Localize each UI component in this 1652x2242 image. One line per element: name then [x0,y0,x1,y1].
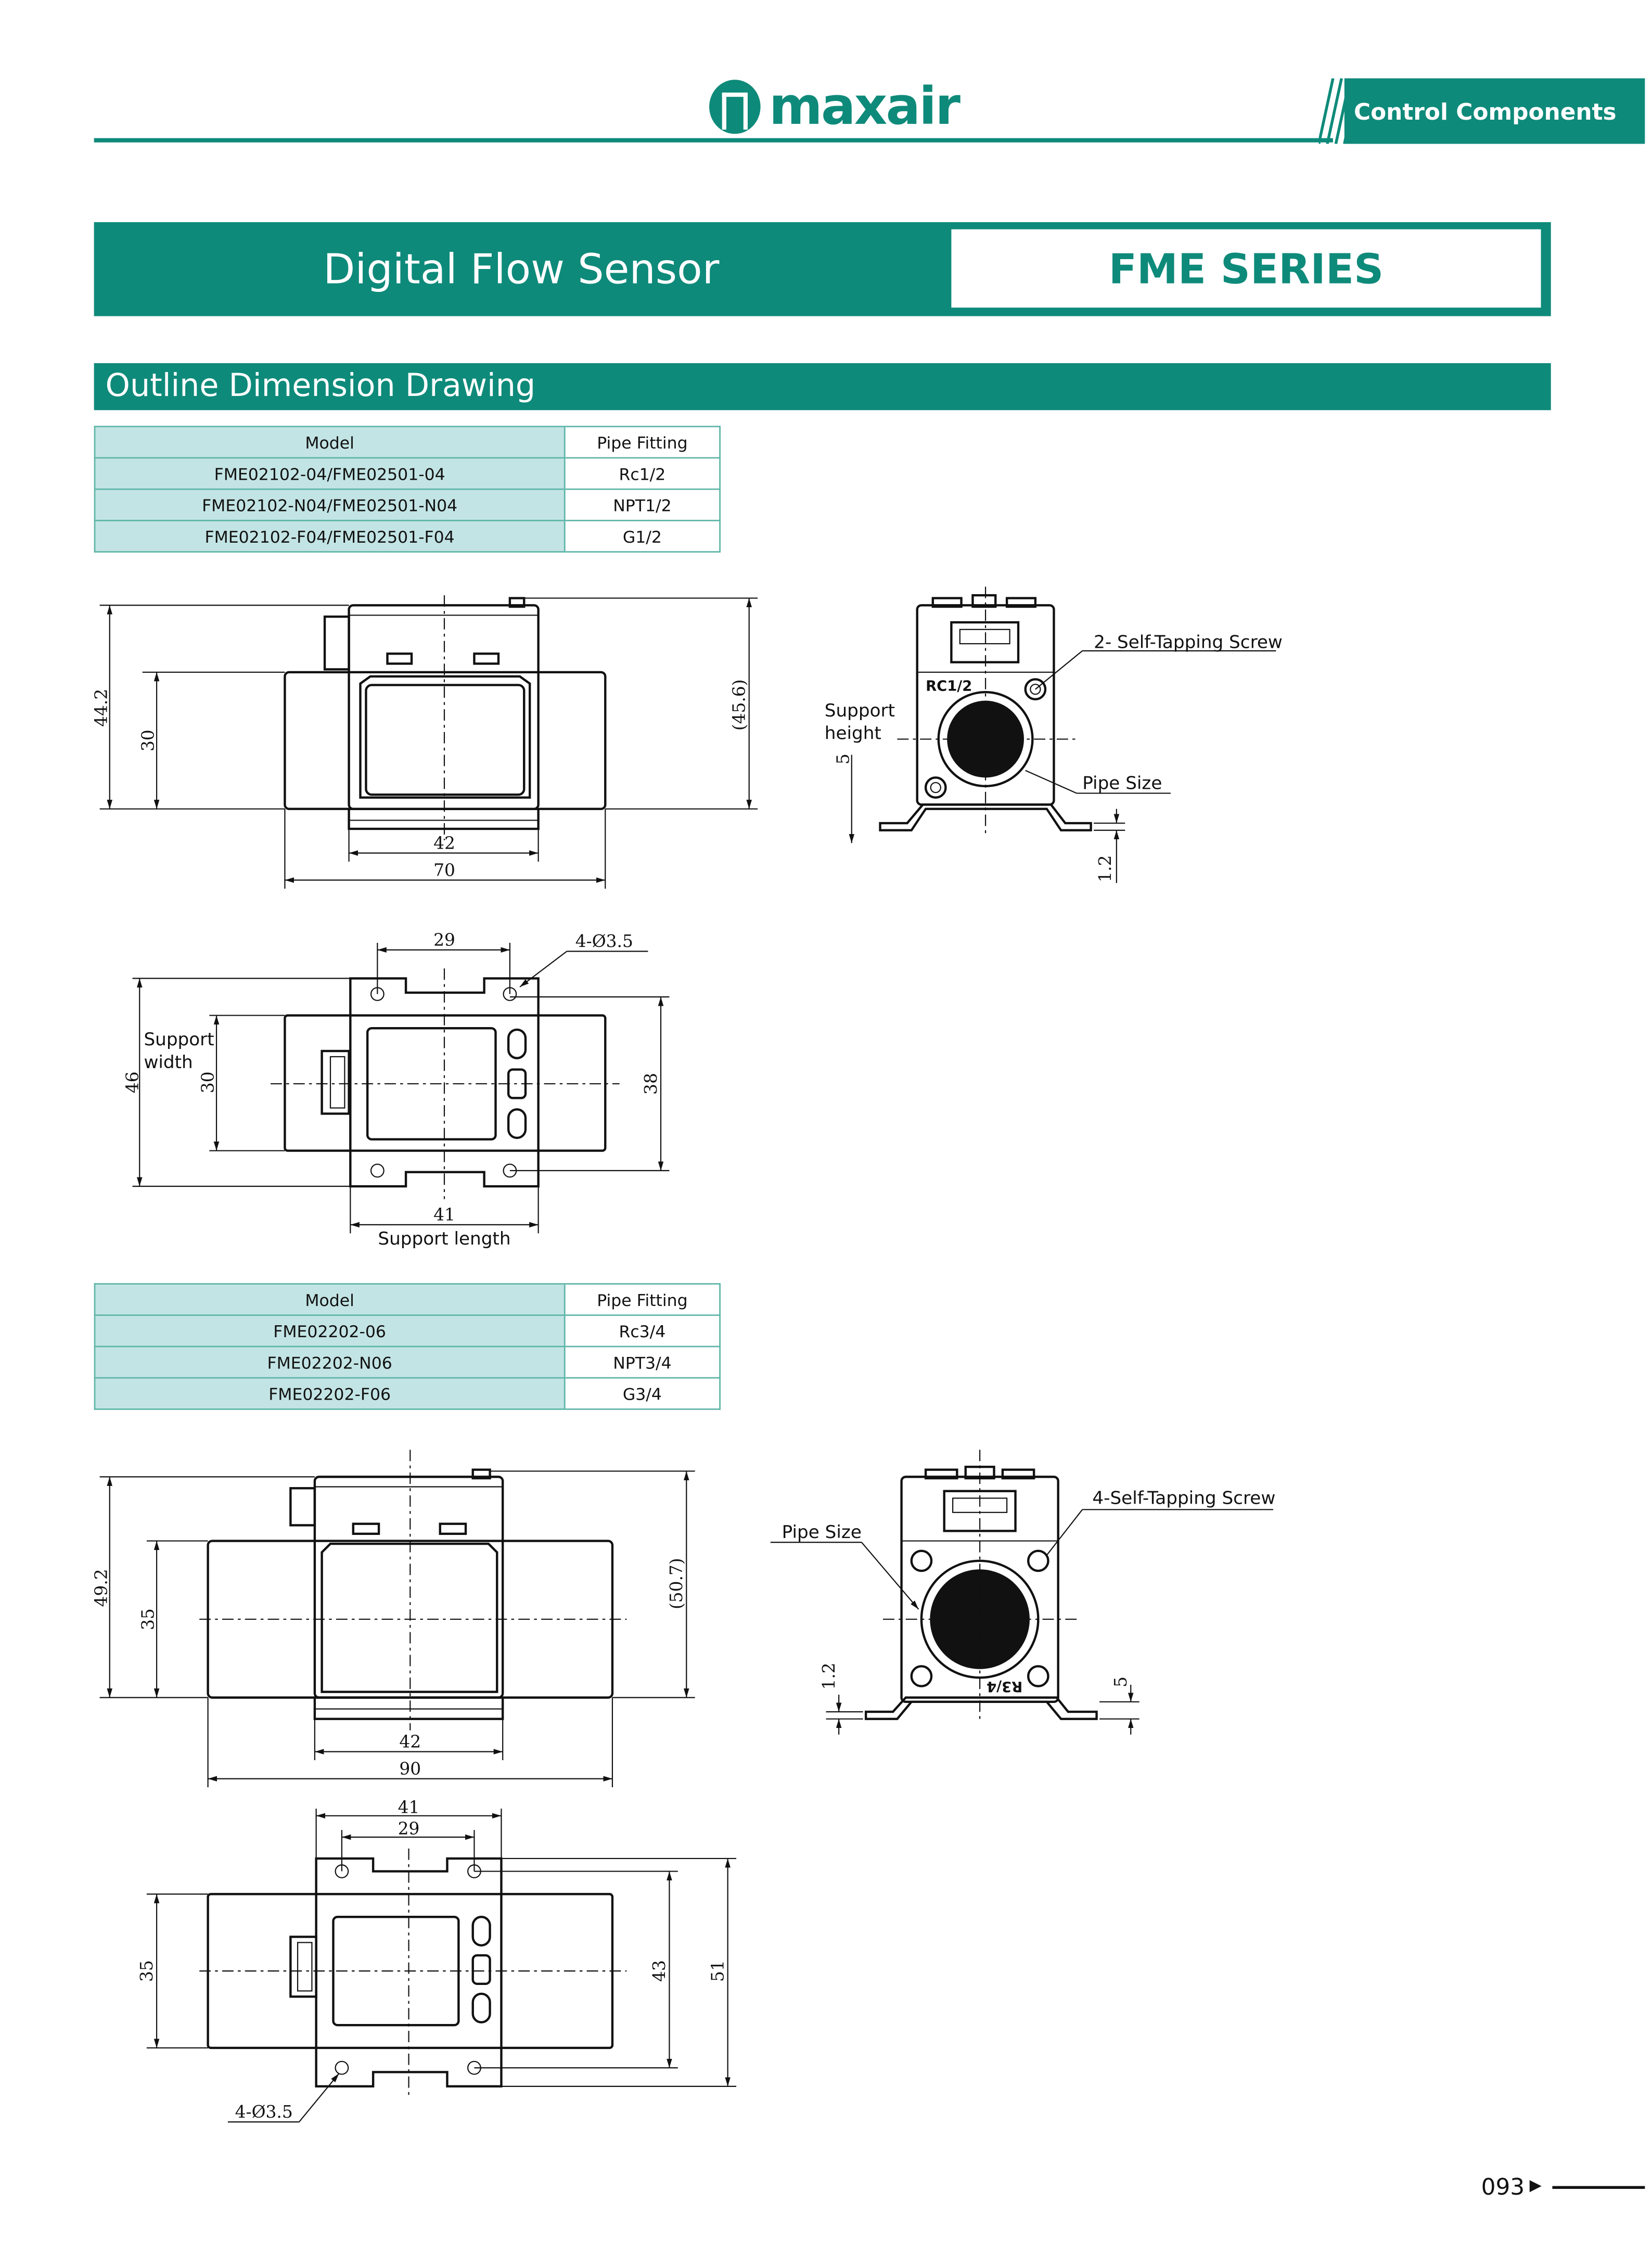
thread-mark: RC1/2 [926,678,972,694]
support-length-label: Support length [378,1228,510,1249]
footer-rule [1552,2186,1645,2189]
dim-width-total: 90 [399,1759,421,1778]
dim-height-total: 44.2 [91,689,111,727]
cell-model: FME02202-N06 [94,1346,565,1379]
dim-width-total: 70 [433,860,455,880]
page-number: 093 [1481,2173,1525,2200]
dim-hole-spacing: 29 [433,930,455,950]
header-pipe-fitting: Pipe Fitting [564,1283,721,1316]
pipe-size-label: Pipe Size [1082,773,1162,793]
dim-bracket-thickness: 1.2 [819,1662,839,1689]
dim-hole-pitch: 43 [649,1960,669,1982]
cell-fitting: Rc3/4 [564,1314,721,1348]
cell-model: FME02202-06 [94,1314,565,1348]
thread-mark: R3/4 [987,1679,1022,1695]
product-title: Digital Flow Sensor [323,245,720,293]
dim-plate-length: 41 [433,1205,455,1225]
cell-model: FME02202-F06 [94,1377,565,1410]
header-model: Model [94,1283,565,1316]
dim-width-module: 42 [433,833,455,853]
cell-fitting: Rc1/2 [564,457,721,490]
dim-pipe-height: 30 [198,1071,218,1093]
holes-label: 4-Ø3.5 [235,2102,293,2122]
support-width-label: Support [144,1029,214,1050]
brand-logo: maxair [709,78,961,136]
dim-hole-spacing: 29 [398,1818,420,1838]
support-width-label-2: width [144,1052,193,1073]
cell-fitting: NPT3/4 [564,1346,721,1379]
dim-height-pipe: 30 [138,729,158,751]
dim-plate-width: 51 [708,1960,727,1982]
holes-label: 4-Ø3.5 [575,931,633,951]
brand-name: maxair [769,78,961,136]
arrow-right-icon: ▶ [1529,2176,1542,2195]
maxair-logo-icon [709,80,761,134]
side-view-2: R3/4 Pipe Size 4-Self-Tapping Screw 1.2 … [770,1450,1275,1735]
dim-bracket-thickness: 1.2 [1095,855,1115,882]
support-height-label: Support [825,700,895,721]
cell-fitting: NPT1/2 [564,488,721,521]
pipe-size-label: Pipe Size [782,1522,862,1543]
dim-support-height: 5 [1111,1676,1131,1687]
section-title: Outline Dimension Drawing [94,363,1551,411]
dim-pipe-height: 35 [137,1960,157,1982]
dim-plate-width: 46 [122,1071,142,1093]
top-view-2: 41 29 35 43 51 4-Ø3.5 [137,1797,737,2123]
top-view-1: 29 4-Ø3.5 46 30 Support width 38 41 Supp… [122,930,670,1249]
dim-height-total: 49.2 [91,1569,111,1607]
cell-model: FME02102-04/FME02501-04 [94,457,565,490]
side-view-1: RC1/2 2- Self-Tapping Screw Support heig… [825,586,1283,883]
category-label: Control Components [1344,78,1645,144]
front-view-1: 44.2 30 (45.6) 42 70 [91,595,758,889]
header-rule [94,138,1333,143]
support-height-label-2: height [825,723,881,744]
front-view-2: 49.2 35 (50.7) 42 90 [91,1450,695,1788]
series-label: FME SERIES [951,229,1541,308]
cell-model: FME02102-F04/FME02501-F04 [94,520,565,553]
dim-height-ref: (45.6) [729,680,749,731]
dim-height-ref: (50.7) [667,1558,686,1609]
header-pipe-fitting: Pipe Fitting [564,426,721,459]
dim-support-height: 5 [833,753,853,764]
cell-fitting: G1/2 [564,520,721,553]
dim-plate-length: 41 [398,1797,420,1817]
dim-width-module: 42 [399,1732,421,1751]
stripes-icon [1318,78,1360,144]
cell-fitting: G3/4 [564,1377,721,1410]
dim-hole-pitch: 38 [641,1073,661,1095]
header-model: Model [94,426,565,459]
screw-label: 2- Self-Tapping Screw [1094,632,1283,652]
screw-label: 4-Self-Tapping Screw [1092,1488,1275,1508]
cell-model: FME02102-N04/FME02501-N04 [94,488,565,521]
dim-height-pipe: 35 [138,1608,158,1630]
